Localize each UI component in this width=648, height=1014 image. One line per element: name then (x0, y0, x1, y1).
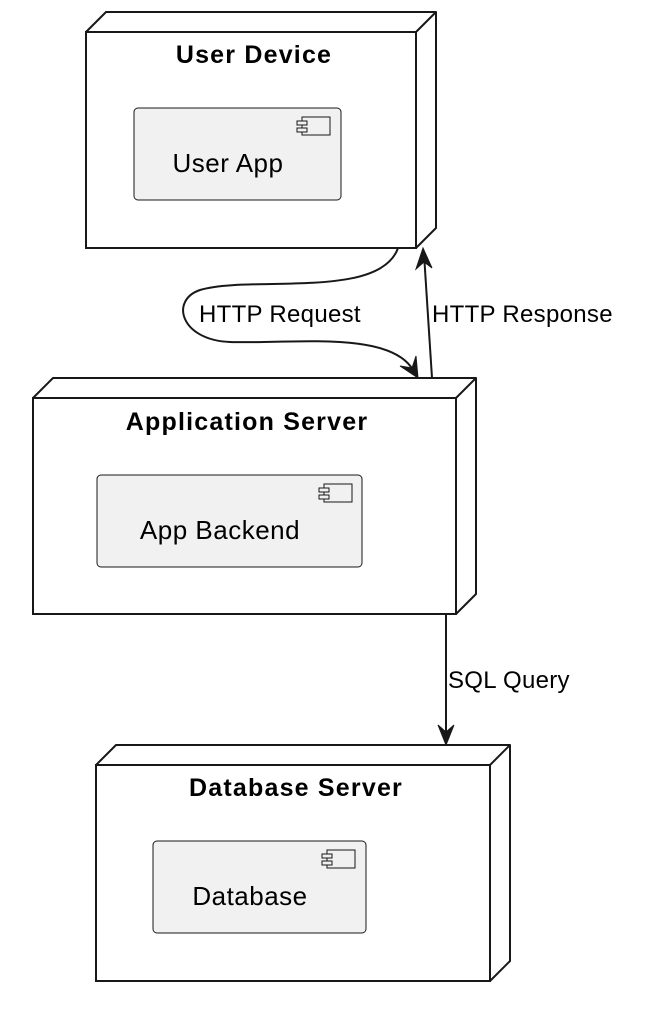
edge-http-request-line (182, 247, 414, 371)
component-app-backend-box (96, 474, 363, 568)
component-user-app-label: User App (173, 148, 284, 178)
edge-sql-query-arrowhead (437, 724, 455, 747)
node-application-server: Application Server App Backend (32, 377, 477, 615)
node-application-server-corner-line (455, 377, 477, 399)
component-icon (296, 116, 331, 136)
component-icon (318, 483, 353, 503)
edge-http-request-arrowhead (399, 355, 419, 379)
node-user-device-title: User Device (176, 41, 332, 69)
edge-sql-query-label: SQL Query (448, 667, 570, 694)
edge-http-request: HTTP Request (182, 247, 419, 379)
edge-http-response-arrowhead (414, 246, 433, 271)
node-application-server-title: Application Server (126, 408, 369, 436)
component-database-box (152, 840, 367, 934)
component-icon (321, 849, 356, 869)
edge-sql-query: SQL Query (437, 614, 570, 747)
edge-http-response-line (423, 253, 433, 379)
edge-http-response-label: HTTP Response (432, 301, 613, 328)
component-user-app-box (133, 107, 342, 201)
component-app-backend-label: App Backend (140, 515, 300, 545)
node-database-server-title: Database Server (189, 774, 403, 802)
component-app-backend: App Backend (96, 474, 363, 568)
node-database-server-corner-line (489, 744, 511, 766)
node-database-server: Database Server Database (95, 744, 511, 982)
edge-http-response: HTTP Response (414, 246, 613, 379)
edge-http-request-label: HTTP Request (199, 301, 361, 328)
component-database-label: Database (192, 881, 307, 911)
node-user-device: User Device User App (85, 11, 437, 249)
component-database: Database (152, 840, 367, 934)
component-user-app: User App (133, 107, 342, 201)
node-user-device-corner-line (415, 11, 437, 33)
